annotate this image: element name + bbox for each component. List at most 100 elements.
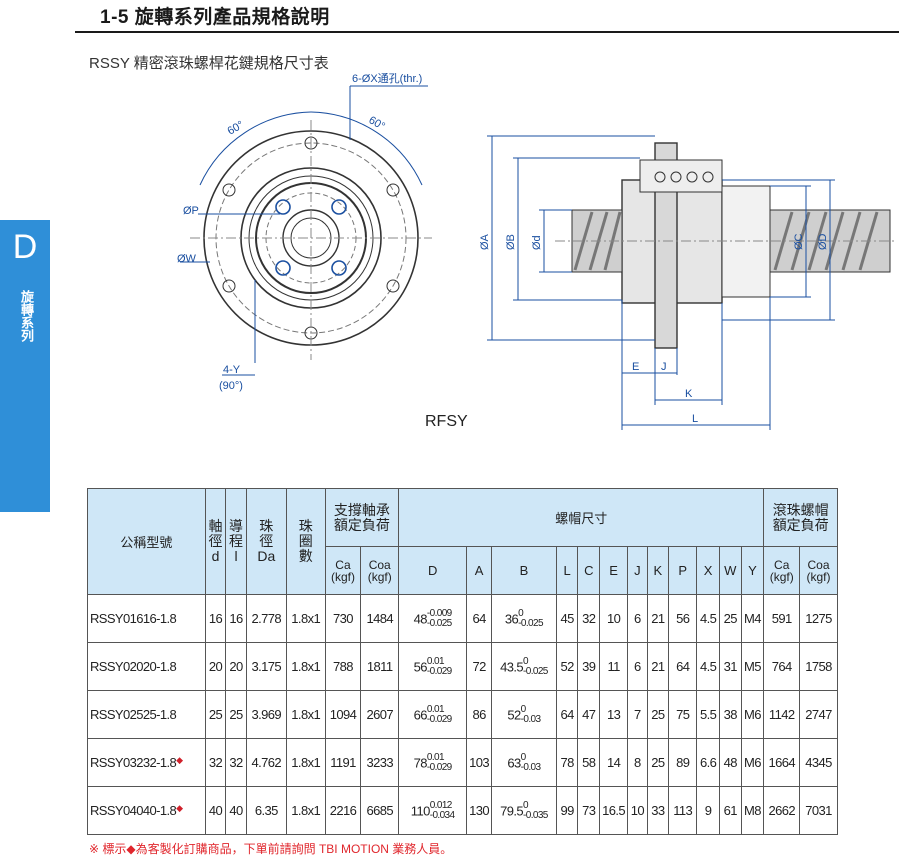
cell-K: 33 <box>646 786 670 835</box>
cell-coa2: 1758 <box>799 642 838 691</box>
cell-model: RSSY01616-1.8 <box>87 594 206 643</box>
label-l: L <box>692 413 698 425</box>
label-y-holes: 4-Y <box>223 364 241 376</box>
cell-coa: 1484 <box>360 594 400 643</box>
header-coa2: Coa(kgf) <box>799 546 838 595</box>
cell-coa: 1811 <box>360 642 400 691</box>
label-j: J <box>661 361 667 373</box>
cell-d: 20 <box>204 642 227 691</box>
cell-J: 6 <box>627 594 648 643</box>
header-K: K <box>646 546 670 595</box>
cell-l: 16 <box>225 594 247 643</box>
cell-ca2: 591 <box>763 594 801 643</box>
section-subtitle: RSSY 精密滾珠螺桿花鍵規格尺寸表 <box>89 55 329 72</box>
label-angle-right: 60° <box>367 114 387 133</box>
technical-drawing: 6-ØX通孔(thr.) 60° 60° ØP ØW 4-Y (90°) ØA … <box>177 72 895 430</box>
cell-da: 6.35 <box>245 786 287 835</box>
cell-X: 4.5 <box>696 594 720 643</box>
cell-P: 89 <box>668 738 698 787</box>
label-holes: 6-ØX通孔(thr.) <box>352 72 422 85</box>
header-W: W <box>718 546 742 595</box>
header-X: X <box>696 546 720 595</box>
label-dia-a: ØA <box>479 233 491 250</box>
side-tab-category: 旋轉系列 <box>19 290 34 342</box>
header-ca2: Ca(kgf) <box>763 546 801 595</box>
cell-ca: 2216 <box>324 786 362 835</box>
cell-da: 3.175 <box>245 642 287 691</box>
cell-d: 32 <box>204 738 227 787</box>
cell-A: 64 <box>466 594 493 643</box>
cell-Y: M6 <box>740 690 765 739</box>
cell-model: RSSY03232-1.8◆ <box>87 738 206 787</box>
cell-L: 99 <box>555 786 579 835</box>
label-dia-d: ØD <box>817 233 829 250</box>
cell-X: 5.5 <box>696 690 720 739</box>
cell-K: 21 <box>646 594 670 643</box>
header-A: A <box>466 546 493 595</box>
cell-Y: M4 <box>740 594 765 643</box>
label-y-angle: (90°) <box>219 380 243 392</box>
header-J: J <box>627 546 648 595</box>
cell-A: 72 <box>466 642 493 691</box>
label-k: K <box>685 388 693 400</box>
cell-L: 45 <box>555 594 579 643</box>
header-C: C <box>577 546 601 595</box>
cell-ca: 1094 <box>324 690 362 739</box>
cell-d: 40 <box>204 786 227 835</box>
cell-L: 52 <box>555 642 579 691</box>
cell-coa2: 7031 <box>799 786 838 835</box>
header-D: D <box>398 546 468 595</box>
cell-ca2: 1142 <box>763 690 801 739</box>
cell-P: 75 <box>668 690 698 739</box>
cell-l: 32 <box>225 738 247 787</box>
cell-d: 25 <box>204 690 227 739</box>
cell-W: 38 <box>718 690 742 739</box>
cell-E: 16.5 <box>599 786 629 835</box>
cell-ca2: 2662 <box>763 786 801 835</box>
drawing-caption: RFSY <box>425 413 468 430</box>
label-e: E <box>632 361 639 373</box>
table-row: RSSY02020-1.8 20 20 3.175 1.8x1 788 1811… <box>87 642 838 691</box>
cell-coa: 2607 <box>360 690 400 739</box>
cell-K: 25 <box>646 738 670 787</box>
cell-E: 11 <box>599 642 629 691</box>
label-dia-w: ØW <box>177 253 197 265</box>
cell-E: 13 <box>599 690 629 739</box>
cell-P: 64 <box>668 642 698 691</box>
header-B: B <box>491 546 557 595</box>
cell-K: 21 <box>646 642 670 691</box>
header-P: P <box>668 546 698 595</box>
cell-coa: 3233 <box>360 738 400 787</box>
table-row: RSSY02525-1.8 25 25 3.969 1.8x1 1094 260… <box>87 690 838 739</box>
side-category-tab[interactable]: D 旋轉系列 <box>0 220 50 512</box>
cell-coa2: 2747 <box>799 690 838 739</box>
cell-J: 7 <box>627 690 648 739</box>
cell-coa2: 1275 <box>799 594 838 643</box>
cell-A: 103 <box>466 738 493 787</box>
cell-C: 73 <box>577 786 601 835</box>
cell-Y: M5 <box>740 642 765 691</box>
cell-model: RSSY02020-1.8 <box>87 642 206 691</box>
cell-da: 4.762 <box>245 738 287 787</box>
table-row: RSSY04040-1.8◆ 40 40 6.35 1.8x1 2216 668… <box>87 786 838 835</box>
header-Y: Y <box>740 546 765 595</box>
cell-X: 6.6 <box>696 738 720 787</box>
cell-E: 14 <box>599 738 629 787</box>
cell-J: 10 <box>627 786 648 835</box>
custom-order-mark: ◆ <box>176 755 183 765</box>
cell-C: 39 <box>577 642 601 691</box>
cell-da: 3.969 <box>245 690 287 739</box>
table-row: RSSY01616-1.8 16 16 2.778 1.8x1 730 1484… <box>87 594 838 643</box>
header-circuits: 珠圈數 <box>285 488 326 595</box>
cell-X: 9 <box>696 786 720 835</box>
cell-circuits: 1.8x1 <box>285 786 326 835</box>
cell-X: 4.5 <box>696 642 720 691</box>
cell-A: 130 <box>466 786 493 835</box>
